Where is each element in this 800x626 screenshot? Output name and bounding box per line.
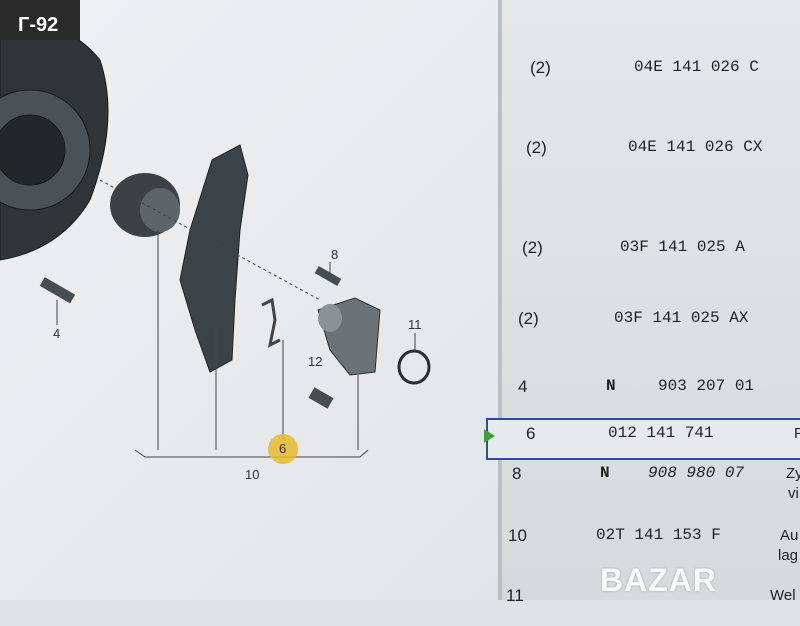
callout-8[interactable]: 8 [331, 247, 339, 262]
quantity: (2) [530, 58, 551, 77]
release-bearing [110, 173, 180, 237]
part-number: 04E 141 026 C [634, 58, 759, 76]
quantity: (2) [522, 238, 543, 257]
listing-code-badge: Г-92 [0, 0, 80, 40]
bolt-12 [308, 387, 334, 409]
part-number: 03F 141 025 AX [614, 309, 749, 327]
bolt-8 [314, 266, 342, 286]
leader-lines [56, 179, 416, 458]
part-description: Au [780, 527, 799, 544]
part-description: Zy [786, 465, 800, 482]
clutch-assembly-drawing [0, 28, 431, 458]
part-number: 04E 141 026 CX [628, 138, 763, 156]
table-row[interactable]: (2) 03F 141 025 AX [502, 309, 800, 349]
table-row[interactable]: 10 02T 141 153 F Au lag [502, 526, 800, 570]
highlighted-callout-marker [268, 434, 298, 464]
selected-row-marker-icon [484, 429, 495, 443]
exploded-parts-diagram: 4 8 11 12 6 10 [0, 0, 500, 600]
table-row[interactable]: 8 N 908 980 07 Zy vi [502, 464, 800, 508]
position-number: 6 [526, 424, 536, 443]
part-number: 903 207 01 [658, 377, 755, 395]
position-number: 4 [518, 377, 528, 396]
parts-list: (2) 04E 141 026 C (2) 04E 141 026 CX (2)… [484, 0, 800, 605]
table-row-selected[interactable]: 6 012 141 741 F [484, 418, 800, 460]
release-fork [179, 144, 249, 373]
part-prefix: N [600, 464, 610, 482]
part-number: 012 141 741 [608, 424, 714, 442]
callout-4[interactable]: 4 [53, 326, 61, 341]
callout-12[interactable]: 12 [308, 354, 323, 369]
callout-10[interactable]: 10 [245, 467, 260, 482]
callout-11[interactable]: 11 [408, 317, 422, 332]
table-row[interactable]: (2) 04E 141 026 CX [502, 138, 800, 178]
part-prefix: N [606, 377, 616, 395]
table-row[interactable]: 4 N 903 207 01 [502, 377, 800, 417]
table-row[interactable]: (2) 03F 141 025 A [502, 238, 800, 278]
table-row[interactable]: (2) 04E 141 026 C [502, 58, 800, 98]
part-number: 02T 141 153 F [596, 526, 721, 544]
part-description-cont: vi [788, 485, 799, 502]
bazar-watermark: BAZAR [600, 562, 717, 598]
position-number: 8 [512, 464, 522, 483]
callout-6[interactable]: 6 [279, 441, 287, 456]
part-description-cont: lag [778, 547, 799, 564]
position-number: 10 [508, 526, 527, 545]
o-ring [397, 349, 431, 385]
spring-clip-6 [261, 297, 281, 348]
part-description: F [794, 425, 800, 442]
part-number: 03F 141 025 A [620, 238, 745, 256]
part-number: 908 980 07 [648, 464, 745, 482]
pressure-plate [0, 28, 109, 261]
part-description: Wel [770, 587, 796, 604]
pane-divider[interactable] [498, 0, 502, 600]
quantity: (2) [526, 138, 547, 157]
quantity: (2) [518, 309, 539, 328]
position-number: 11 [506, 586, 524, 605]
bolt-4 [39, 277, 76, 304]
